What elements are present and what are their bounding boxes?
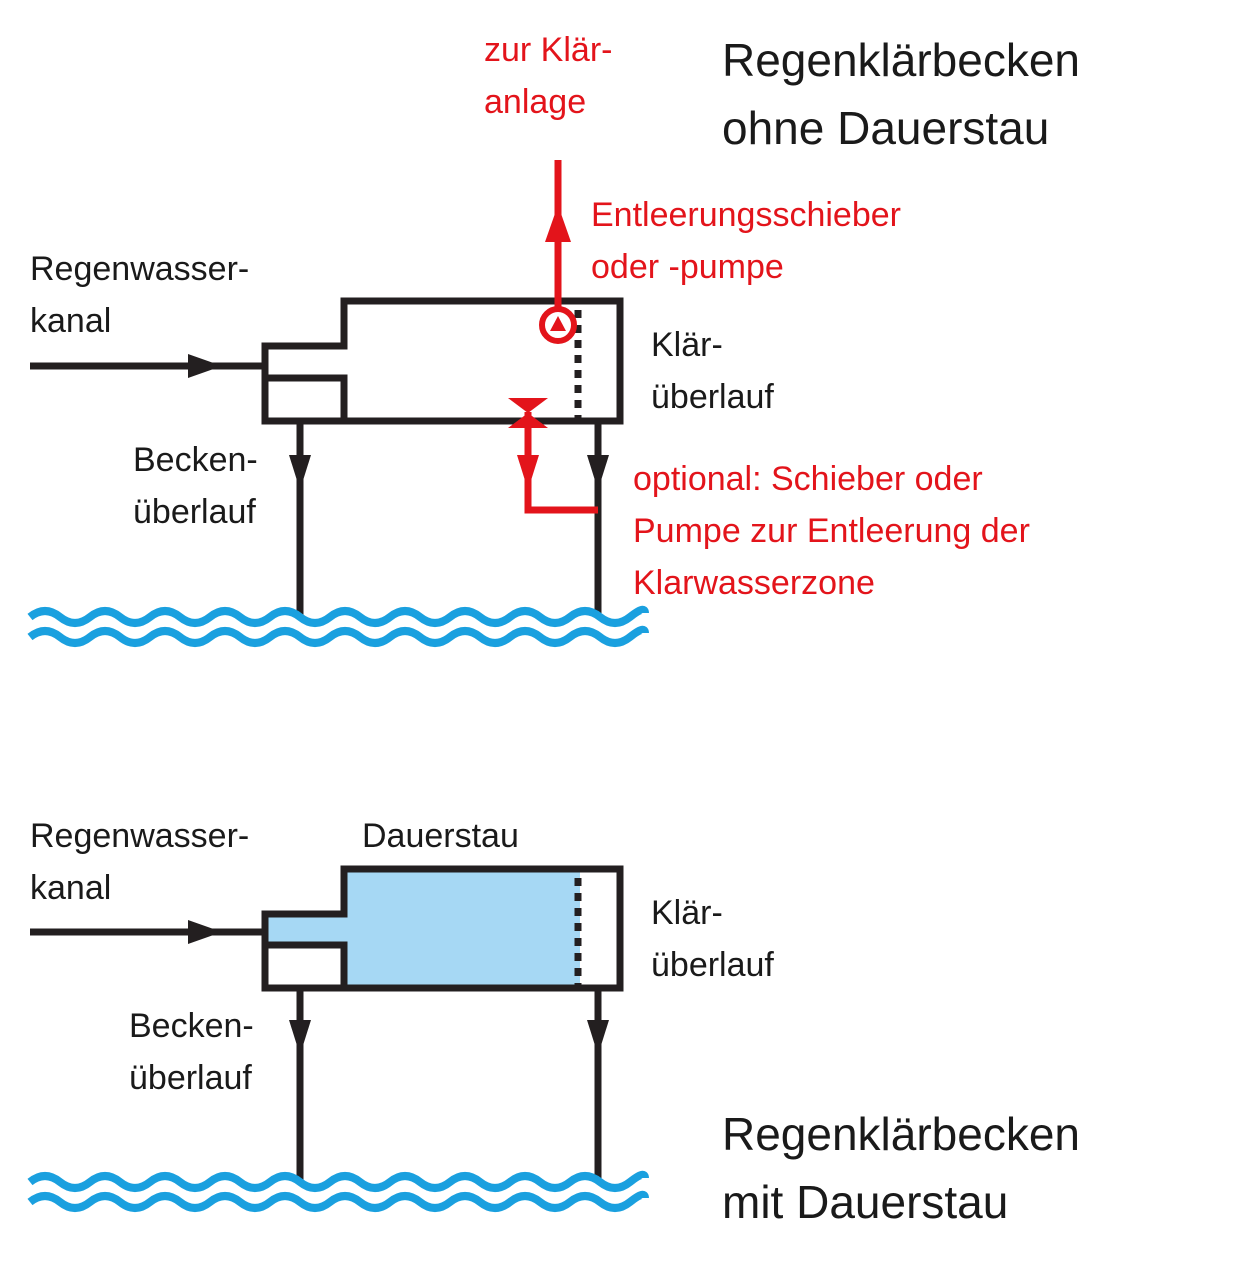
valve-icon-lower [508, 413, 548, 428]
optional-label-line-3: Klarwasserzone [633, 564, 875, 602]
top-clarifier-overflow-label-line-1: Klär- [651, 326, 723, 364]
top-title-line-2: ohne Dauerstau [722, 102, 1050, 154]
bottom-overflow-chamber [265, 941, 348, 988]
top-clarifier-overflow-arrow [587, 455, 609, 490]
pump-icon-triangle [550, 316, 566, 331]
top-basin-overflow-label-line-1: Becken- [133, 441, 258, 479]
bottom-title: Regenklärbecken mit Dauerstau [722, 1100, 1080, 1236]
bottom-basin-overflow-label-line-2: überlauf [129, 1059, 252, 1097]
bottom-basin-outline [261, 865, 624, 992]
top-basin-overflow-arrow [289, 455, 311, 490]
top-clarifier-overflow-label-line-2: überlauf [651, 378, 774, 416]
bottom-clarifier-overflow-label-line-1: Klär- [651, 894, 723, 932]
top-overflow-chamber [265, 374, 348, 421]
to-plant-label: zur Klär- anlage [484, 24, 612, 128]
top-diagram [27, 160, 649, 647]
bottom-basin-overflow-label: Becken- überlauf [129, 1000, 254, 1104]
top-clarifier-overflow-label: Klär- überlauf [651, 319, 774, 423]
bottom-diagram [27, 865, 649, 1212]
bottom-water-wave-2 [27, 1190, 649, 1212]
bottom-inlet-arrow [188, 920, 222, 944]
top-water-wave-2 [27, 625, 649, 647]
bottom-water-wave-1 [27, 1170, 649, 1192]
drain-label: Entleerungsschieber oder -pumpe [591, 189, 901, 293]
optional-label: optional: Schieber oder Pumpe zur Entlee… [633, 453, 1030, 609]
dauerstau-label-text: Dauerstau [362, 817, 519, 855]
dauerstau-label: Dauerstau [362, 810, 519, 862]
dauerstau-water-fill [265, 871, 580, 986]
bottom-inlet-label-line-1: Regenwasser- [30, 817, 250, 855]
top-title-line-1: Regenklärbecken [722, 34, 1081, 86]
top-water-wave-1 [27, 605, 649, 627]
drain-label-line-2: oder -pumpe [591, 248, 784, 286]
top-inlet-label: Regenwasser- kanal [30, 243, 249, 347]
optional-label-line-2: Pumpe zur Entleerung der [633, 512, 1030, 550]
bottom-inlet-label: Regenwasser- kanal [30, 810, 249, 914]
top-optional-drain-pipe [524, 412, 598, 514]
bottom-basin-overflow-arrow [289, 1020, 311, 1055]
top-inlet-label-line-2: kanal [30, 302, 112, 340]
bottom-title-line-1: Regenklärbecken [722, 1108, 1081, 1160]
to-plant-label-line-1: zur Klär- [484, 31, 613, 69]
top-inlet-label-line-1: Regenwasser- [30, 250, 250, 288]
top-drain-arrow [545, 205, 571, 242]
top-optional-drain-arrow [517, 455, 539, 490]
top-title: Regenklärbecken ohne Dauerstau [722, 26, 1080, 162]
optional-label-line-1: optional: Schieber oder [633, 460, 983, 498]
bottom-inlet-label-line-2: kanal [30, 869, 112, 907]
top-basin-overflow-label: Becken- überlauf [133, 434, 258, 538]
drain-label-line-1: Entleerungsschieber [591, 196, 901, 234]
bottom-clarifier-overflow-label: Klär- überlauf [651, 887, 774, 991]
top-basin-overflow-label-line-2: überlauf [133, 493, 256, 531]
bottom-basin-overflow-label-line-1: Becken- [129, 1007, 254, 1045]
bottom-title-line-2: mit Dauerstau [722, 1176, 1009, 1228]
bottom-clarifier-overflow-arrow [587, 1020, 609, 1055]
bottom-clarifier-overflow-label-line-2: überlauf [651, 946, 774, 984]
valve-icon [508, 398, 548, 413]
top-inlet-arrow [188, 354, 222, 378]
top-basin-outline [261, 297, 624, 425]
to-plant-label-line-2: anlage [484, 83, 587, 121]
